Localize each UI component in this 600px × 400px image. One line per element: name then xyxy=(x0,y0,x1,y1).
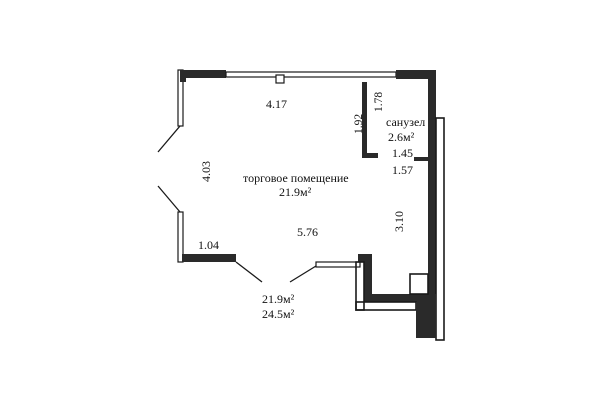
wc-door-stub xyxy=(414,157,428,161)
opening-bottom-left-line xyxy=(235,261,263,283)
opening-bottom-right-line xyxy=(289,265,317,283)
dim-bottom-left: 1.04 xyxy=(198,238,219,252)
opening-left-upper-line xyxy=(157,125,181,153)
room-trade-name: торговое помещение xyxy=(243,171,349,185)
labels: 4.17 4.03 торговое помещение 21.9м² 5.76… xyxy=(198,92,425,321)
wc-partition-vertical xyxy=(362,82,367,158)
wall-bottom-outline xyxy=(355,301,417,311)
wall-lower-right-block xyxy=(416,302,436,338)
dim-wc-door-a: 1.45 xyxy=(392,146,413,160)
dim-wc-depth: 1.92 xyxy=(353,114,365,134)
dim-wc-width: 1.78 xyxy=(373,92,385,112)
total-living-area: 21.9м² xyxy=(262,292,295,306)
window-left-lower xyxy=(177,211,184,263)
opening-lines xyxy=(157,125,317,283)
wall-right-outer xyxy=(435,117,445,341)
wall-bottom-left xyxy=(182,254,236,262)
wc-partition-bottom xyxy=(362,153,378,158)
dim-main-width: 5.76 xyxy=(297,225,318,239)
wall-bottom-right-base xyxy=(364,294,436,302)
opening-left-lower-line xyxy=(157,185,181,213)
wall-top-right xyxy=(396,70,436,79)
room-wc-area: 2.6м² xyxy=(388,130,415,144)
window-top-mullion xyxy=(275,74,285,84)
dim-top-width: 4.17 xyxy=(266,97,287,111)
wall-bottom-right-vertical xyxy=(364,254,372,302)
wall-right xyxy=(428,79,436,301)
room-wc-name: санузел xyxy=(386,115,425,129)
wall-top-left xyxy=(180,70,226,78)
total-area: 24.5м² xyxy=(262,307,295,321)
window-bottom xyxy=(315,261,361,268)
wall-niche xyxy=(409,273,429,295)
dim-left-depth: 4.03 xyxy=(199,161,213,182)
room-trade-area: 21.9м² xyxy=(279,185,312,199)
wall-left-corner xyxy=(180,70,186,82)
walls xyxy=(177,69,445,341)
dim-right-depth: 3.10 xyxy=(392,211,406,232)
window-top xyxy=(225,71,397,78)
dim-wc-door-b: 1.57 xyxy=(392,163,413,177)
